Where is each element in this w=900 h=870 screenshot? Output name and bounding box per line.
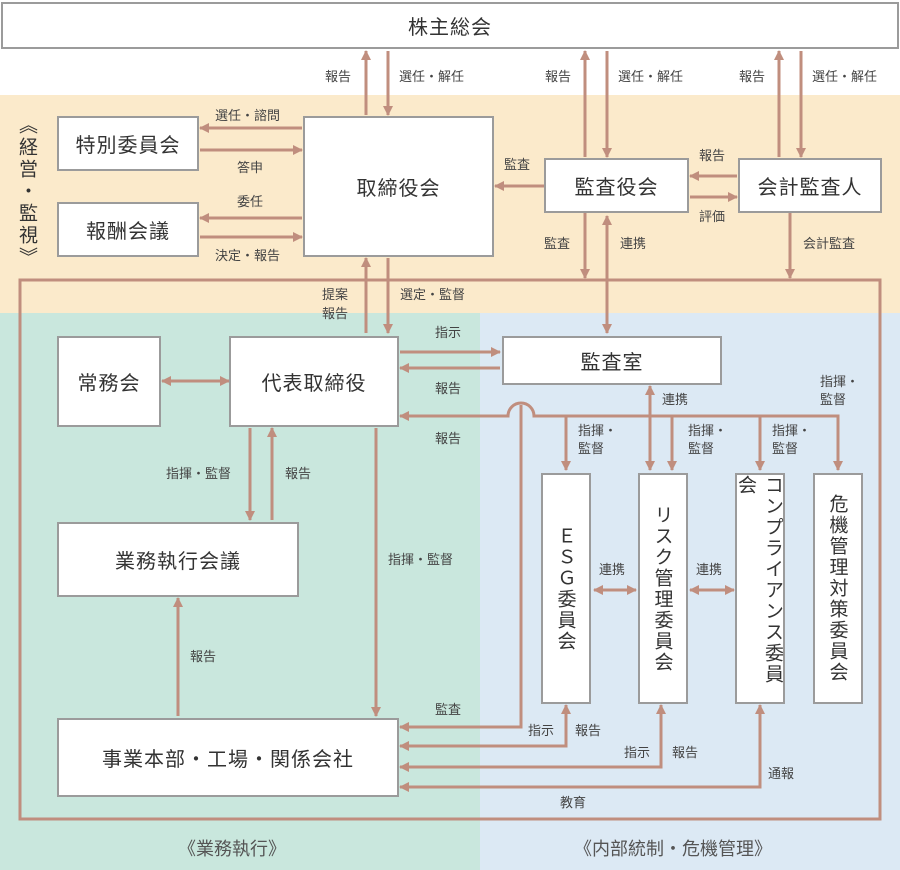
label-evaluate: 評価 [699,210,726,225]
label-direct-risk-1: 指揮・ [688,424,728,439]
label-instruct-office: 指示 [435,326,462,341]
label-acct-audit: 会計監査 [803,237,856,252]
label-direct-comp-2: 監督 [772,442,799,457]
label-report-audit-sh: 報告 [545,70,572,85]
label-audit-to-board: 監査 [504,158,531,173]
shareholders-meeting-box: 株主総会 [1,2,899,49]
label-direct-div: 指揮・監督 [388,553,454,568]
label-report-esg: 報告 [575,724,602,739]
label-cooperate-risk-comp: 連携 [696,563,723,578]
representative-director-box: 代表取締役 [229,336,399,427]
label-report-committees: 報告 [435,432,462,447]
audit-zone-label: 《経営・監視》 [16,115,38,269]
exec-meeting-box: 業務執行会議 [57,522,299,597]
label-cooperate-risk: 連携 [662,393,689,408]
special-committee-box: 特別委員会 [57,116,199,171]
label-instruct-esg: 指示 [528,724,555,739]
arrow-comp-div [398,703,766,793]
committee-report-line [398,401,844,472]
label-answer: 答申 [237,161,264,176]
label-direct-esg-2: 監督 [578,442,605,457]
standing-committee-box: 常務会 [57,336,161,427]
label-direct-exec: 指揮・監督 [166,467,232,482]
label-report-exec: 報告 [285,467,312,482]
label-report-risk: 報告 [672,746,699,761]
compensation-committee-box: 報酬会議 [57,202,199,257]
label-propose: 提案 [322,288,349,303]
exec-zone-label: 《業務執行》 [178,839,286,860]
label-elect-audit: 選任・解任 [618,70,684,85]
divisions-box: 事業本部・工場・関係会社 [57,718,399,797]
label-report-acct-audit: 報告 [699,149,726,164]
label-direct-risk-2: 監督 [688,442,715,457]
label-report-propose: 報告 [322,307,349,322]
label-direct-crisis-1: 指揮・ [820,375,860,390]
esg-committee-box: ＥＳＧ委員会 [541,473,591,704]
label-elect-acct: 選任・解任 [812,70,878,85]
label-decide-report: 決定・報告 [215,249,281,264]
label-direct-crisis-2: 監督 [820,393,847,408]
label-audit-down: 監査 [544,237,571,252]
label-audit-div: 監査 [435,703,462,718]
label-cooperate-office: 連携 [620,237,647,252]
label-cooperate-esg-risk: 連携 [599,563,626,578]
label-report-div: 報告 [190,650,217,665]
label-direct-comp-1: 指揮・ [772,424,812,439]
label-report-acct-sh: 報告 [739,70,766,85]
audit-board-box: 監査役会 [544,158,689,213]
label-direct-esg-1: 指揮・ [578,424,618,439]
crisis-committee-box: 危機管理対策委員会 [813,473,863,704]
board-of-directors-box: 取締役会 [303,116,494,257]
compliance-committee-box: コンプライアンス委員会 [735,473,785,704]
label-instruct-risk: 指示 [624,746,651,761]
label-delegate: 委任 [237,195,264,210]
label-report-board-sh: 報告 [325,70,352,85]
risk-committee-box: リスク管理委員会 [638,473,688,704]
label-report-office: 報告 [435,382,462,397]
accounting-auditor-box: 会計監査人 [738,158,882,213]
audit-office-box: 監査室 [502,336,722,385]
label-whistle: 通報 [768,767,795,782]
label-select-supervise: 選定・監督 [400,288,466,303]
outer-loop-line [18,278,882,821]
label-elect-board: 選任・解任 [399,70,465,85]
label-educate: 教育 [560,796,587,811]
control-zone-label: 《内部統制・危機管理》 [574,839,772,860]
label-elect-consult: 選任・諮問 [215,109,281,124]
